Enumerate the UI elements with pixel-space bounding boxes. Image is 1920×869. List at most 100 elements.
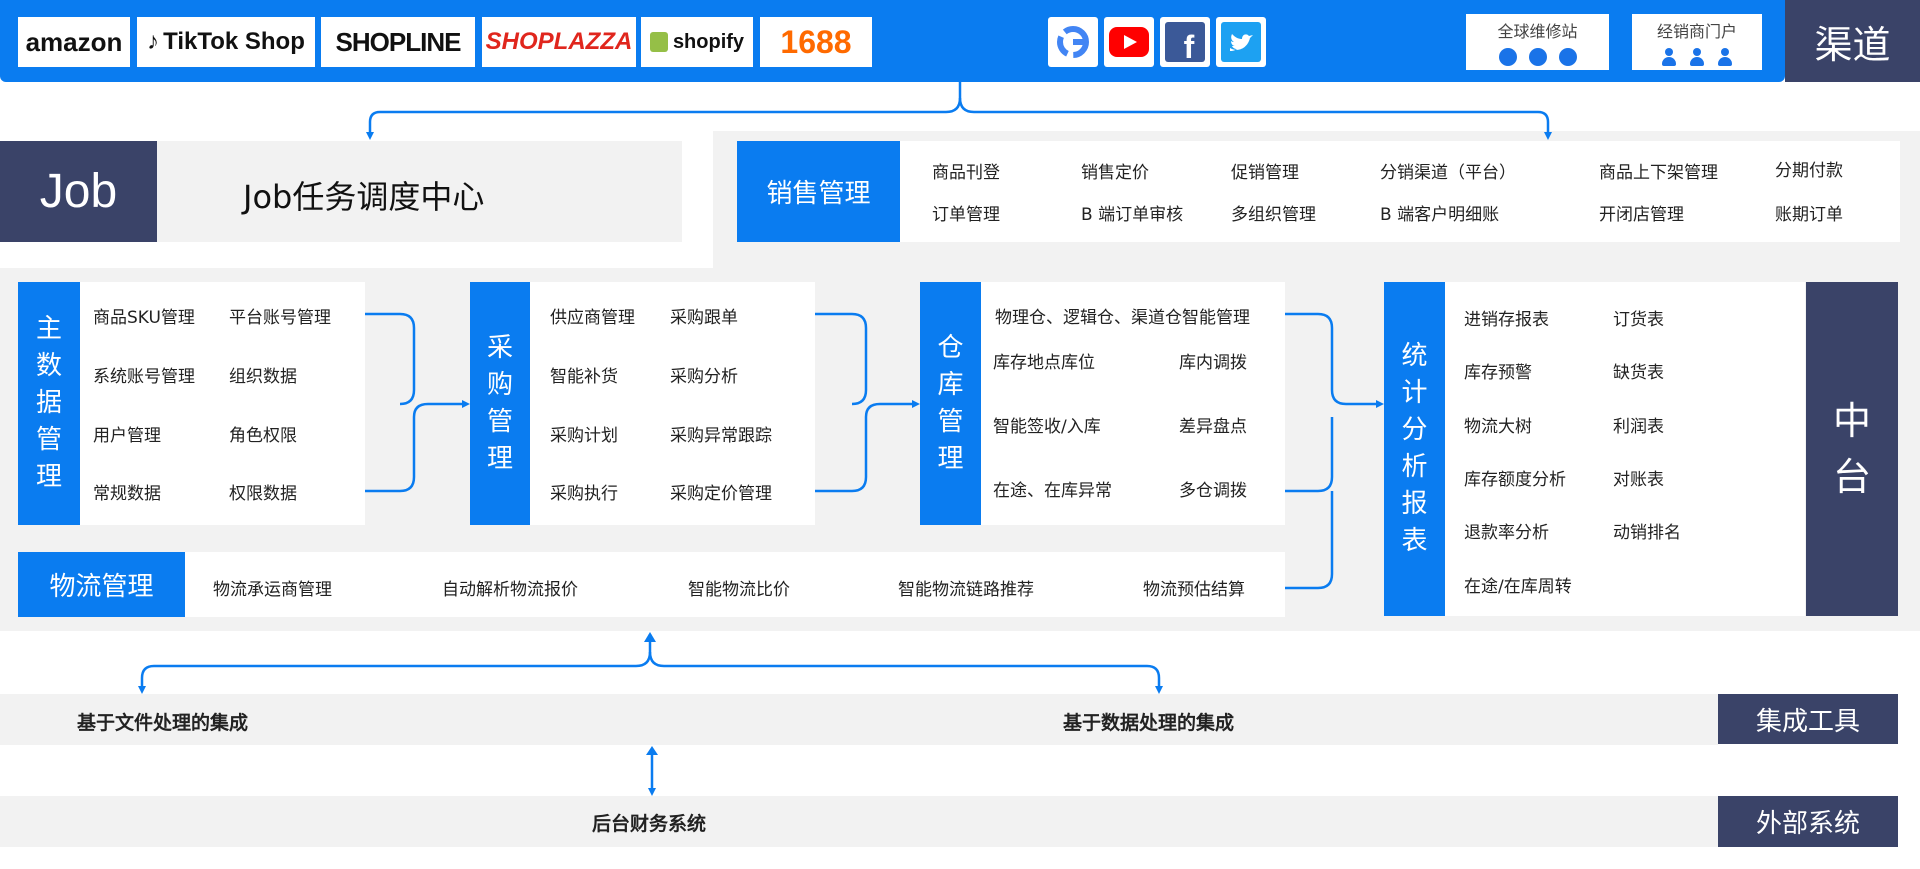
tiktok-icon: ♪: [147, 28, 160, 55]
warehouse-item: 库存地点库位: [993, 353, 1095, 373]
stats-item: 进销存报表: [1464, 310, 1549, 330]
sales-title: 销售管理: [737, 141, 900, 242]
data-integration-label: 基于数据处理的集成: [1063, 712, 1235, 734]
person-icon: [1689, 48, 1705, 66]
channel-label: 渠道: [1785, 0, 1920, 82]
warehouse-item: 在途、在库异常: [993, 481, 1112, 501]
warehouse-item: 差异盘点: [1179, 417, 1247, 437]
shopify-logo: shopify: [641, 17, 753, 67]
warehouse-item: 库内调拨: [1179, 353, 1247, 373]
globe-icon: [1498, 48, 1517, 66]
logistics-item: 自动解析物流报价: [442, 580, 578, 600]
warehouse-item: 智能签收/入库: [993, 417, 1101, 437]
master-item: 系统账号管理: [93, 367, 195, 387]
job-title: Job任务调度中心: [243, 178, 485, 216]
sales-item: 促销管理: [1231, 163, 1299, 183]
purchase-item: 采购计划: [550, 426, 618, 446]
stats-item: 物流大树: [1464, 417, 1532, 437]
integration-row: [0, 694, 1718, 745]
logistics-title: 物流管理: [18, 552, 185, 617]
purchase-item: 采购执行: [550, 484, 618, 504]
stats-item: 库存预警: [1464, 363, 1532, 383]
google-icon[interactable]: [1048, 17, 1098, 67]
shopify-text: shopify: [672, 30, 745, 53]
logistics-item: 物流预估结算: [1143, 580, 1245, 600]
stats-item: 订货表: [1613, 310, 1664, 330]
purchase-item: 采购异常跟踪: [670, 426, 772, 446]
sales-item: 分销渠道（平台）: [1380, 163, 1516, 183]
dealer-portal[interactable]: 经销商门户: [1632, 14, 1762, 70]
sales-item: 账期订单: [1775, 205, 1843, 225]
purchase-item: 采购定价管理: [670, 484, 772, 504]
stats-report-title: 统计分析报表: [1384, 282, 1445, 616]
master-item: 商品SKU管理: [93, 308, 195, 328]
warehouse-item: 物理仓、逻辑仓、渠道仓智能管理: [995, 308, 1250, 328]
external-row: [0, 796, 1718, 847]
stats-item: 缺货表: [1613, 363, 1664, 383]
logistics-panel: [185, 552, 1285, 617]
master-data-title: 主数据管理: [18, 282, 80, 525]
sales-item: 多组织管理: [1231, 205, 1316, 225]
tiktok-shop-logo: ♪ TikTok Shop: [137, 17, 315, 67]
stats-item: 库存额度分析: [1464, 470, 1566, 490]
person-icon: [1661, 48, 1677, 66]
sales-item: 分期付款: [1775, 161, 1843, 181]
sales-panel: [900, 141, 1900, 242]
shoplazza-logo: SHOPLAZZA: [482, 17, 636, 67]
external-systems-label: 外部系统: [1718, 796, 1898, 847]
stats-item: 对账表: [1613, 470, 1664, 490]
sales-item: 开闭店管理: [1599, 205, 1684, 225]
purchase-item: 供应商管理: [550, 308, 635, 328]
twitter-icon[interactable]: [1216, 17, 1266, 67]
sales-item: 订单管理: [932, 205, 1000, 225]
dealer-portal-label: 经销商门户: [1656, 22, 1737, 41]
logo-1688: 1688: [760, 17, 872, 67]
master-item: 平台账号管理: [229, 308, 331, 328]
sales-item: 销售定价: [1081, 163, 1149, 183]
sales-item: B 端客户明细账: [1380, 205, 1500, 225]
job-label: Job: [0, 141, 157, 242]
master-item: 常规数据: [93, 484, 161, 504]
warehouse-title: 仓库管理: [920, 282, 981, 525]
stats-report-panel: [1445, 282, 1805, 616]
purchase-title: 采购管理: [470, 282, 530, 525]
master-data-panel: [80, 282, 365, 525]
sales-item: 商品刊登: [932, 163, 1000, 183]
stats-item: 动销排名: [1613, 523, 1681, 543]
logistics-item: 物流承运商管理: [213, 580, 332, 600]
youtube-icon[interactable]: [1104, 17, 1154, 67]
purchase-item: 智能补货: [550, 367, 618, 387]
person-icon: [1717, 48, 1733, 66]
middle-platform-label: 中台: [1806, 282, 1898, 616]
amazon-logo: amazon: [18, 17, 130, 67]
logistics-item: 智能物流比价: [688, 580, 790, 600]
shopify-bag-icon: [649, 32, 668, 52]
logistics-item: 智能物流链路推荐: [898, 580, 1034, 600]
stats-item: 利润表: [1613, 417, 1664, 437]
svg-text:f: f: [1184, 29, 1195, 62]
global-repair-label: 全球维修站: [1497, 22, 1578, 41]
finance-system-label: 后台财务系统: [592, 813, 707, 835]
purchase-item: 采购分析: [670, 367, 738, 387]
sales-item: B 端订单审核: [1081, 205, 1184, 225]
global-repair-portal[interactable]: 全球维修站: [1466, 14, 1609, 70]
master-item: 权限数据: [229, 484, 297, 504]
warehouse-panel: [981, 282, 1285, 525]
globe-icon: [1528, 48, 1547, 66]
master-item: 角色权限: [229, 426, 297, 446]
stats-item: 在途/在库周转: [1464, 577, 1572, 597]
file-integration-label: 基于文件处理的集成: [77, 712, 249, 734]
master-item: 用户管理: [93, 426, 161, 446]
facebook-icon[interactable]: f: [1160, 17, 1210, 67]
shoplazza-text: SHOPLAZZA: [485, 28, 633, 55]
purchase-panel: [530, 282, 815, 525]
master-item: 组织数据: [229, 367, 297, 387]
tiktok-shop-text: TikTok Shop: [163, 28, 305, 55]
purchase-item: 采购跟单: [670, 308, 738, 328]
shopline-logo: SHOPLINE: [321, 17, 475, 67]
sales-item: 商品上下架管理: [1599, 163, 1718, 183]
integration-tools-label: 集成工具: [1718, 694, 1898, 744]
warehouse-item: 多仓调拨: [1179, 481, 1247, 501]
stats-item: 退款率分析: [1464, 523, 1549, 543]
